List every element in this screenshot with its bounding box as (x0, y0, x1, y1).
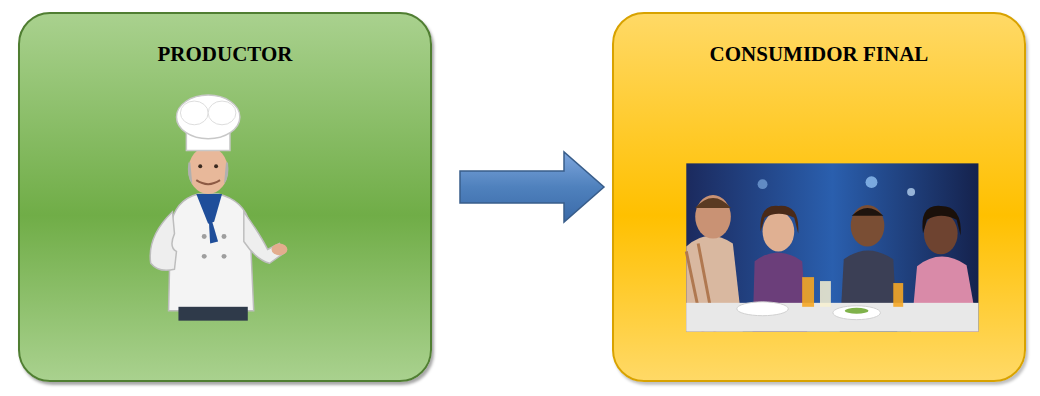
box-title: CONSUMIDOR FINAL (614, 42, 1024, 67)
chef-illustration (20, 14, 430, 380)
producer-box: PRODUCTOR (18, 12, 432, 382)
box-title: PRODUCTOR (20, 42, 430, 67)
block-arrow (460, 152, 604, 222)
consumer-box: CONSUMIDOR FINAL (612, 12, 1026, 382)
diners-photo (614, 14, 1024, 380)
